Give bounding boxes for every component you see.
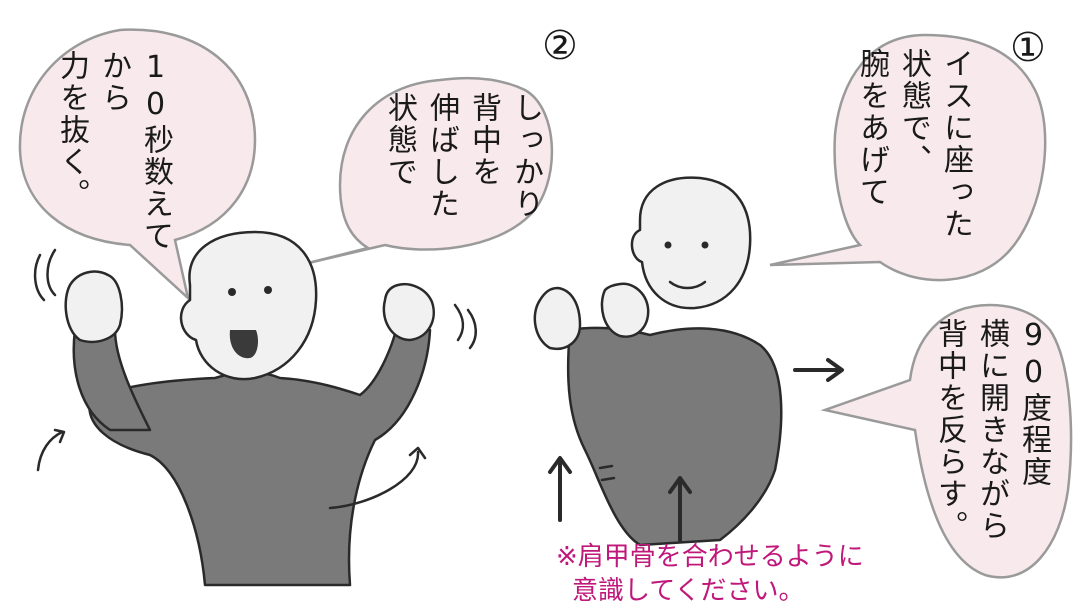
left-fist-r (382, 283, 435, 342)
bubble-line: 90度程度 (1016, 318, 1051, 488)
speech-bubble-left-mid (299, 76, 554, 267)
left-fist-l (64, 270, 124, 344)
bubble-line: 力を抜く。 (54, 50, 89, 210)
left-mouth (229, 330, 258, 359)
right-sweater (566, 326, 783, 547)
left-head (179, 230, 318, 381)
note-line-1: ※肩甲骨を合わせるように (556, 542, 864, 572)
speech-bubble-right-top (769, 33, 1047, 282)
bubble-line: 状態で、 (896, 48, 931, 176)
bubble-text-left-mid: しっかり 背中を 伸ばした 状態で (380, 92, 544, 220)
bubble-line: 状態で (382, 92, 417, 188)
bubble-line: イスに座った (938, 48, 973, 240)
bubble-text-right-bottom: 90度程度 横に開きながら 背中を反らす。 (930, 318, 1052, 542)
person-right (533, 176, 844, 547)
bubble-line: 腕をあげて (854, 48, 889, 208)
left-arm-l (72, 328, 152, 432)
step-number-two: ② (542, 23, 578, 69)
bubble-text-left-top: 10秒数えて から 力を抜く。 (52, 50, 174, 252)
bubble-line: 10秒数えて (138, 50, 173, 252)
right-head (630, 176, 752, 310)
bubble-text-right-top: イスに座った 状態で、 腕をあげて (852, 48, 974, 240)
person-left (33, 230, 477, 587)
right-fist-r (600, 282, 650, 338)
step-number-one: ① (1010, 25, 1046, 71)
bubble-line: 伸ばした (424, 92, 459, 220)
speech-bubble-left-top (18, 28, 257, 302)
right-fist-l (533, 286, 582, 351)
bubble-line: 背中を (466, 92, 501, 188)
speech-bubble-right-bottom (820, 303, 1073, 579)
bubble-line: から (96, 50, 131, 114)
bubble-line: しっかり (508, 92, 543, 220)
bubble-line: 背中を反らす。 (932, 318, 967, 542)
note-line-2: 意識してください。 (572, 576, 805, 606)
bubble-line: 横に開きながら (974, 318, 1009, 542)
